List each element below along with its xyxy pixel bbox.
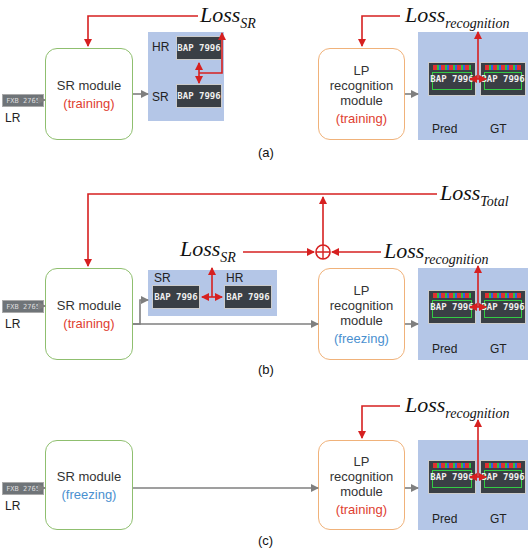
flow-arrow xyxy=(405,487,418,489)
module-name: LP recognition module xyxy=(324,63,400,108)
plate-image: BAP 7996 xyxy=(176,84,222,108)
plate-text: BAP 7996 xyxy=(154,292,197,302)
loss-label: LossTotal xyxy=(440,180,509,206)
image-caption: HR xyxy=(226,271,243,285)
loss-label: Lossrecognition xyxy=(405,392,509,418)
plate-text: BAP 7996 xyxy=(177,91,220,101)
input-plate: FXB 2765LR xyxy=(2,300,44,313)
loss-feedback-line xyxy=(362,406,400,438)
flow-arrow xyxy=(405,93,418,95)
sum-symbol xyxy=(316,245,330,259)
subfigure-label: (c) xyxy=(258,533,273,548)
recognition-result-plate: BAP 7996 xyxy=(480,62,526,96)
plate-text: BAP 7996 xyxy=(481,74,524,84)
image-caption: Pred xyxy=(432,342,457,356)
input-plate: FXB 2765LR xyxy=(2,94,44,107)
plate-text: BAP 7996 xyxy=(481,472,524,482)
loss-feedback-line xyxy=(322,197,324,245)
flow-arrow xyxy=(133,93,148,95)
sum-plus xyxy=(316,245,330,259)
plate-text: FXB 2765 xyxy=(6,97,40,105)
plate-text: FXB 2765 xyxy=(6,485,40,493)
plate-text: BAP 7996 xyxy=(430,74,473,84)
loss-subscript: recognition xyxy=(445,406,509,421)
image-caption: HR xyxy=(152,40,169,54)
loss-label: Lossrecognition xyxy=(405,2,509,28)
module-box: LP recognition module (freezing) xyxy=(318,268,405,360)
loss-subscript: Total xyxy=(480,194,508,209)
plate-text: BAP 7996 xyxy=(226,292,269,302)
loss-feedback-line xyxy=(332,251,381,253)
module-box: SR module (training) xyxy=(45,268,133,360)
flow-arrow xyxy=(405,323,418,325)
module-box: SR module (freezing) xyxy=(45,440,133,530)
image-caption: Pred xyxy=(432,512,457,526)
recognition-result-plate: BAP 7996 xyxy=(428,290,476,324)
input-caption: LR xyxy=(5,499,20,513)
loss-feedback-line xyxy=(362,16,400,46)
module-name: SR module xyxy=(57,298,121,313)
plate-text: BAP 7996 xyxy=(430,472,473,482)
plate-text: BAP 7996 xyxy=(430,302,473,312)
module-name: LP recognition module xyxy=(324,283,400,328)
plate-text: BAP 7996 xyxy=(481,302,524,312)
plate-text: BAP 7996 xyxy=(177,43,220,53)
sum-circle xyxy=(316,245,330,259)
loss-name: Loss xyxy=(440,180,480,205)
flow-arrow xyxy=(133,300,148,324)
recognition-result-plate: BAP 7996 xyxy=(428,62,476,96)
loss-name: Loss xyxy=(200,2,240,27)
loss-subscript: recognition xyxy=(445,16,509,31)
module-name: LP recognition module xyxy=(324,454,400,499)
image-caption: GT xyxy=(490,122,507,136)
plate-image: BAP 7996 xyxy=(176,36,222,60)
recognition-result-plate: BAP 7996 xyxy=(428,460,476,494)
recognition-result-plate: BAP 7996 xyxy=(480,290,526,324)
loss-subscript: SR xyxy=(220,250,236,265)
plate-image: BAP 7996 xyxy=(152,285,200,309)
loss-name: Loss xyxy=(405,2,445,27)
subfigure-label: (a) xyxy=(258,145,274,160)
flow-arrow xyxy=(133,323,318,325)
loss-label: LossSR xyxy=(180,236,236,262)
loss-feedback-line xyxy=(243,251,314,253)
loss-name: Loss xyxy=(405,392,445,417)
subfigure-label: (b) xyxy=(258,362,274,377)
module-box: SR module (training) xyxy=(45,48,133,140)
loss-subscript: recognition xyxy=(424,252,488,267)
module-state: (training) xyxy=(63,96,114,111)
flow-arrow xyxy=(133,487,318,489)
image-caption: SR xyxy=(152,90,169,104)
loss-subscript: SR xyxy=(240,16,256,31)
image-caption: GT xyxy=(490,342,507,356)
loss-name: Loss xyxy=(180,236,220,261)
input-plate: FXB 2765LR xyxy=(2,482,44,495)
recognition-result-plate: BAP 7996 xyxy=(480,460,526,494)
module-box: LP recognition module (training) xyxy=(318,440,405,530)
module-name: SR module xyxy=(57,469,121,484)
loss-name: Loss xyxy=(384,238,424,263)
module-name: SR module xyxy=(57,78,121,93)
module-state: (training) xyxy=(336,111,387,126)
input-caption: LR xyxy=(5,111,20,125)
module-state: (freezing) xyxy=(334,331,389,346)
input-caption: LR xyxy=(5,317,20,331)
module-box: LP recognition module (training) xyxy=(318,48,405,140)
plate-text: FXB 2765 xyxy=(6,303,40,311)
image-caption: Pred xyxy=(432,122,457,136)
loss-label: LossSR xyxy=(200,2,256,28)
image-caption: SR xyxy=(154,271,171,285)
image-caption: GT xyxy=(490,512,507,526)
loss-feedback-line xyxy=(88,194,437,266)
loss-label: Lossrecognition xyxy=(384,238,488,264)
module-state: (freezing) xyxy=(62,487,117,502)
module-state: (training) xyxy=(336,502,387,517)
plate-image: BAP 7996 xyxy=(224,285,272,309)
module-state: (training) xyxy=(63,316,114,331)
